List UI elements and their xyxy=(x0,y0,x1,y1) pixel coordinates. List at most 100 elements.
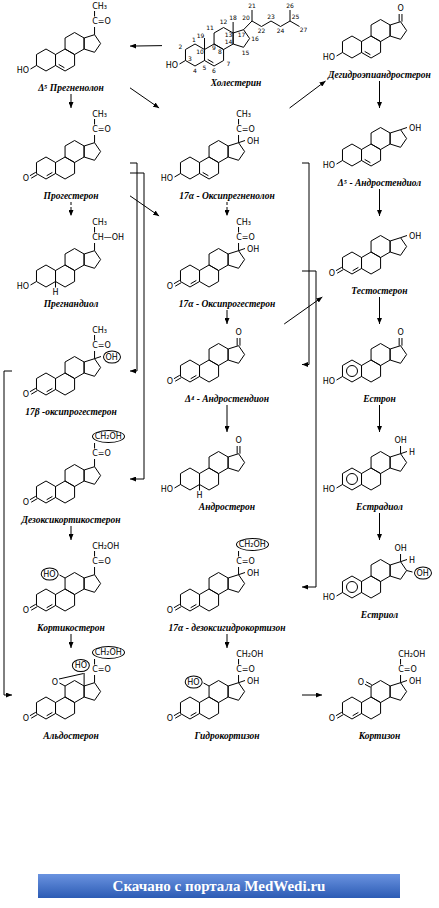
bond-line xyxy=(365,684,371,687)
reaction-arrow xyxy=(71,634,72,648)
ring xyxy=(84,575,101,593)
functional-group: H xyxy=(52,288,59,297)
bond-line xyxy=(238,675,239,683)
ring xyxy=(342,252,361,274)
functional-group: CH₂OH xyxy=(92,646,125,659)
ring xyxy=(371,128,390,150)
compound-node: 17α - дезоксигидрокортизон xyxy=(152,540,302,634)
atom-number: 25 xyxy=(292,14,300,20)
reaction-arrow xyxy=(130,88,159,108)
ring xyxy=(84,143,101,161)
atom-number: 10 xyxy=(196,49,204,55)
bond-line xyxy=(337,485,343,489)
functional-group: C=O xyxy=(92,449,112,458)
bond-line xyxy=(238,659,239,665)
ring xyxy=(84,359,101,377)
bond-line xyxy=(47,604,53,607)
ring xyxy=(390,683,407,701)
bond-line xyxy=(353,712,359,715)
functional-group: O xyxy=(397,328,404,337)
watermark: Скачано с портала MedWedi.ru xyxy=(38,874,400,898)
compound-name: 17β -оксипрогестерон xyxy=(25,407,116,418)
bond-line xyxy=(233,22,234,33)
bond-line xyxy=(365,159,371,162)
atom-number: 26 xyxy=(286,3,294,9)
reaction-arrow xyxy=(227,310,228,324)
ring xyxy=(65,465,84,487)
ring xyxy=(390,346,407,364)
reaction-arrow xyxy=(227,405,228,432)
ring xyxy=(371,681,390,703)
steroid-structure xyxy=(337,554,413,598)
ring xyxy=(209,573,228,595)
functional-group: C=O xyxy=(92,557,112,566)
bond-line xyxy=(239,249,245,251)
atom-number: 15 xyxy=(242,50,250,56)
bond-line xyxy=(30,172,36,176)
reaction-arrow xyxy=(227,202,228,216)
bond-line xyxy=(399,338,400,346)
bond-line xyxy=(336,267,342,271)
functional-group: O xyxy=(357,678,364,687)
functional-group: HO xyxy=(322,161,335,170)
ring xyxy=(185,44,204,66)
bond-line xyxy=(94,135,95,143)
compound-name: Дезоксикортикостерон xyxy=(21,515,120,526)
bond-line xyxy=(191,604,197,607)
ring xyxy=(180,468,199,490)
bond-line xyxy=(252,10,253,21)
bond-line xyxy=(31,175,37,179)
bond-line xyxy=(244,21,252,30)
ring xyxy=(180,589,199,611)
compound-name: Естрон xyxy=(363,394,396,405)
atom-number: 16 xyxy=(251,36,259,42)
steroid-structure xyxy=(174,551,245,611)
functional-group: OH xyxy=(409,676,422,685)
ring xyxy=(209,141,228,163)
ring xyxy=(180,157,199,179)
bond-line xyxy=(94,459,95,467)
ring xyxy=(214,28,233,50)
functional-group: HO xyxy=(165,61,178,70)
ring xyxy=(180,360,199,382)
bond-line xyxy=(239,338,240,346)
ring xyxy=(228,683,245,701)
functional-group: C=O xyxy=(92,125,112,134)
functional-group: OH xyxy=(414,567,432,580)
functional-group: OH xyxy=(247,136,260,145)
bond-line xyxy=(95,357,101,359)
functional-group: O xyxy=(166,282,173,291)
reaction-arrow xyxy=(130,173,144,479)
ring xyxy=(371,560,390,582)
compound-node: 17β -оксипрогестерон xyxy=(12,324,130,418)
ring xyxy=(390,238,407,256)
bond-line xyxy=(174,712,180,716)
atom-number: 7 xyxy=(227,61,231,67)
reaction-arrow xyxy=(71,202,72,216)
aromatic-ring xyxy=(347,366,358,377)
functional-group: CH₃ xyxy=(92,326,108,335)
compound-node: Андростерон xyxy=(152,432,302,513)
bond-line xyxy=(239,573,245,575)
steroid-structure xyxy=(30,335,101,395)
compound-name: Кортизон xyxy=(359,731,401,742)
bond-line xyxy=(238,551,239,557)
bond-line xyxy=(204,38,205,50)
reaction-arrow xyxy=(379,189,380,216)
compound-node: Гидрокортизон xyxy=(152,648,302,742)
bond-line xyxy=(175,174,181,178)
ring xyxy=(371,452,390,474)
bond-line xyxy=(238,119,239,125)
bond-line xyxy=(401,560,407,562)
compound-name: Гидрокортизон xyxy=(194,731,259,742)
bond-line xyxy=(174,604,180,608)
atom-number: 13 xyxy=(225,32,233,38)
bond-line xyxy=(401,681,407,683)
reaction-arrow xyxy=(130,163,137,371)
bond-line xyxy=(175,715,181,719)
bond-line xyxy=(94,351,95,359)
compound-node: Естрадиол xyxy=(322,432,437,513)
bond-line xyxy=(262,21,272,27)
compound-name: Альдостерон xyxy=(43,731,99,742)
